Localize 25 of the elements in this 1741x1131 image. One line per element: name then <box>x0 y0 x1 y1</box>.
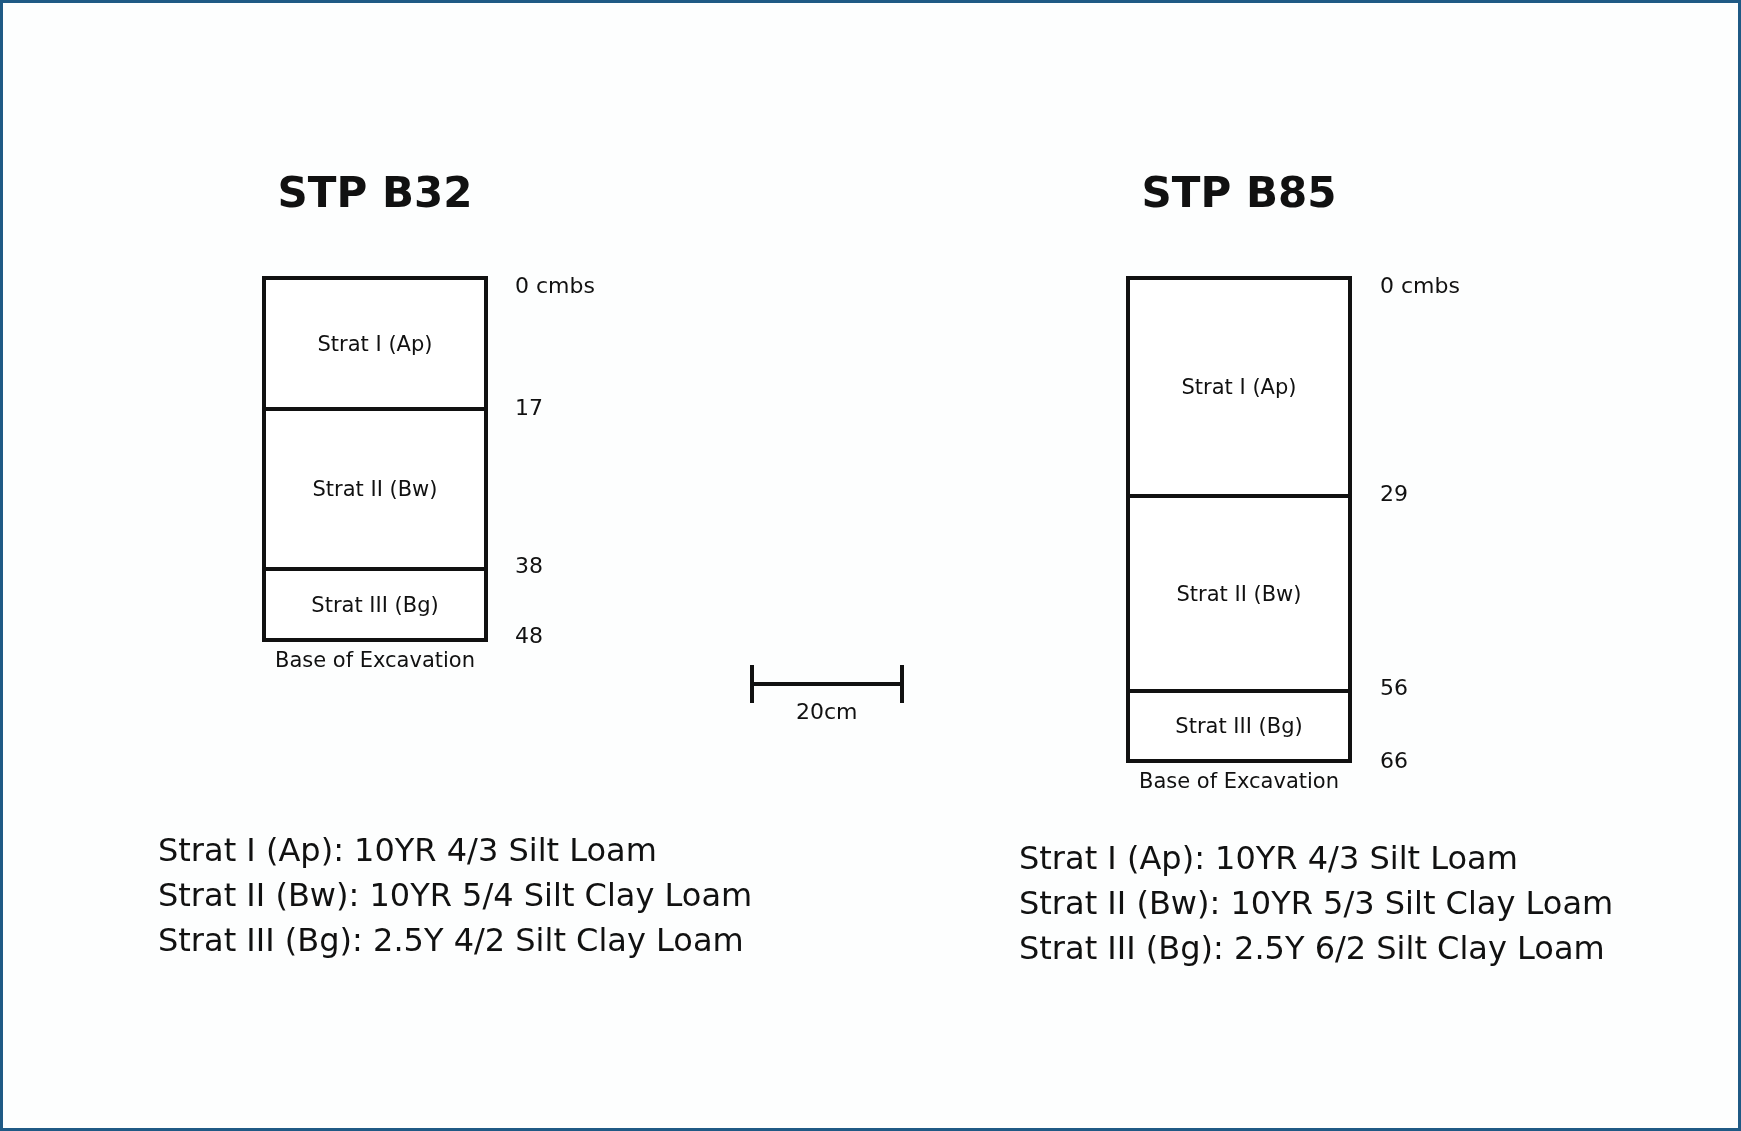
stratum-label: Strat II (Bw) <box>1176 581 1302 606</box>
scale-label: 20cm <box>796 699 858 724</box>
stratum-label: Strat II (Bw) <box>312 477 438 501</box>
stratum-label: Strat III (Bg) <box>1175 714 1303 738</box>
depth-label: 48 <box>515 623 543 648</box>
stratum-label: Strat I (Ap) <box>1181 375 1297 399</box>
depth-label: 56 <box>1380 675 1408 700</box>
depth-label: 29 <box>1380 481 1408 506</box>
profile-title: STP B85 <box>1141 168 1337 217</box>
stratum-description: Strat II (Bw): 10YR 5/3 Silt Clay Loam <box>1019 884 1614 922</box>
stratum-label: Strat I (Ap) <box>317 331 433 356</box>
depth-label: 0 cmbs <box>1380 273 1460 298</box>
profile-title: STP B32 <box>277 168 473 217</box>
stratum-description: Strat I (Ap): 10YR 4/3 Silt Loam <box>158 831 657 869</box>
stratum-description: Strat I (Ap): 10YR 4/3 Silt Loam <box>1019 839 1518 877</box>
depth-label: 17 <box>515 395 543 420</box>
base-note: Base of Excavation <box>1139 769 1339 793</box>
stratum-description: Strat III (Bg): 2.5Y 6/2 Silt Clay Loam <box>1019 929 1605 967</box>
depth-label: 0 cmbs <box>515 273 595 298</box>
base-note: Base of Excavation <box>275 648 475 672</box>
stratum-label: Strat III (Bg) <box>311 592 439 617</box>
stratum-description: Strat III (Bg): 2.5Y 4/2 Silt Clay Loam <box>158 921 744 959</box>
depth-label: 38 <box>515 553 543 578</box>
depth-label: 66 <box>1380 748 1408 773</box>
stratum-description: Strat II (Bw): 10YR 5/4 Silt Clay Loam <box>158 876 753 914</box>
